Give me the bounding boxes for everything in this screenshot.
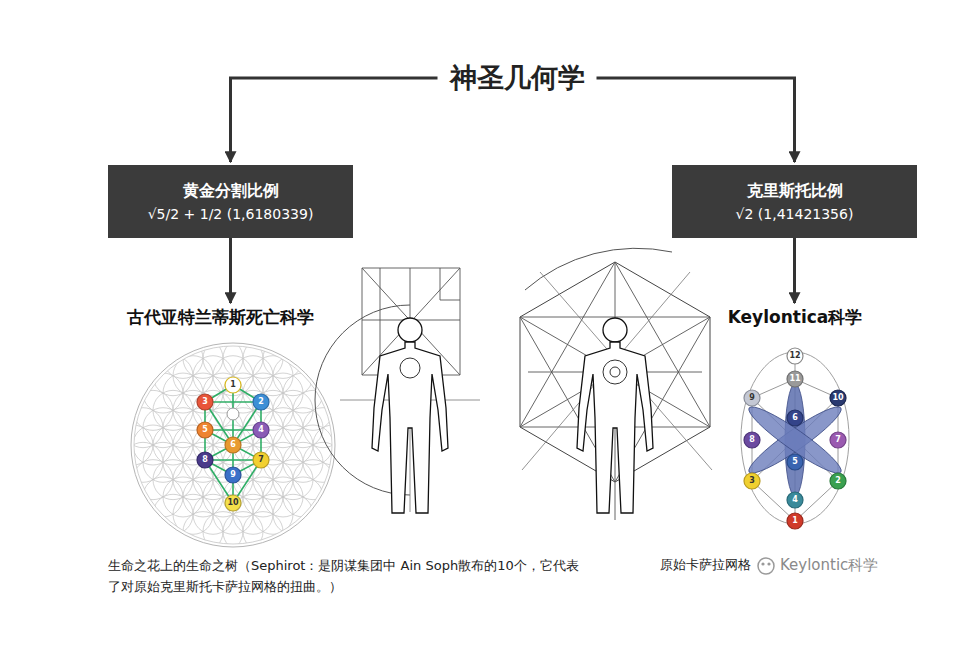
grid-caption: 原始卡萨拉网格 bbox=[660, 556, 751, 574]
callout-number: 7 bbox=[830, 432, 846, 448]
number-dot bbox=[225, 377, 241, 393]
number-dot bbox=[787, 348, 803, 364]
flower-circle bbox=[243, 408, 283, 448]
callout-number: 3 bbox=[744, 473, 760, 489]
number-dot bbox=[744, 390, 760, 406]
watermark-icon bbox=[767, 562, 770, 565]
human-figure bbox=[577, 318, 653, 513]
daath-dot bbox=[227, 408, 239, 420]
callout-number: 4 bbox=[253, 422, 269, 438]
ratio-name: 黄金分割比例 bbox=[183, 181, 279, 202]
number-dot bbox=[787, 410, 803, 426]
callout-number: 1 bbox=[787, 513, 803, 529]
center-mark bbox=[603, 360, 627, 384]
callout-number: 8 bbox=[744, 432, 760, 448]
watermark-icon bbox=[761, 562, 764, 565]
ratio-box: 黄金分割比例 √5/2 + 1/2 (1,6180339) bbox=[108, 165, 353, 238]
petal bbox=[743, 400, 846, 481]
christ-arc bbox=[525, 248, 672, 290]
number-dot bbox=[253, 452, 269, 468]
callout-number: 5 bbox=[197, 422, 213, 438]
callout-number: 10 bbox=[830, 390, 846, 406]
callout-number: 11 bbox=[787, 371, 803, 387]
number-dot bbox=[225, 467, 241, 483]
ratio-name: 克里斯托比例 bbox=[747, 181, 843, 202]
flow-arrow bbox=[229, 238, 232, 303]
number-dot bbox=[225, 495, 241, 511]
number-dot bbox=[830, 390, 846, 406]
petal bbox=[743, 400, 846, 481]
flower-circle bbox=[243, 512, 283, 552]
number-dot bbox=[830, 473, 846, 489]
number-dot bbox=[253, 422, 269, 438]
callout-number: 6 bbox=[225, 437, 241, 453]
flower-circle bbox=[163, 338, 203, 378]
science-name: 古代亚特兰蒂斯死亡科学 bbox=[127, 306, 314, 329]
flower-of-life bbox=[113, 338, 353, 551]
callout-number: 10 bbox=[225, 495, 241, 511]
watermark-text: Keylontic科学 bbox=[780, 556, 878, 575]
ratio-box: 克里斯托比例 √2 (1,41421356) bbox=[672, 165, 917, 238]
number-dot bbox=[787, 492, 803, 508]
callout-number: 7 bbox=[253, 452, 269, 468]
science-label: Keylontica科学 bbox=[726, 306, 865, 329]
number-dot bbox=[197, 394, 213, 410]
number-dot bbox=[225, 437, 241, 453]
flower-circle bbox=[113, 425, 153, 465]
caption-note: 生命之花上的生命之树（Sephirot：是阴谋集团中 Ain Soph散布的10… bbox=[108, 556, 588, 598]
ratio-formula: √2 (1,41421356) bbox=[736, 206, 854, 222]
number-dot bbox=[253, 394, 269, 410]
grid-outline bbox=[741, 352, 849, 524]
flower-circle bbox=[273, 494, 313, 534]
number-dots bbox=[197, 348, 846, 529]
number-dot bbox=[744, 432, 760, 448]
number-dot bbox=[787, 454, 803, 470]
flow-arrow bbox=[231, 78, 438, 162]
number-dot bbox=[787, 513, 803, 529]
kathara-petals bbox=[743, 384, 846, 496]
callout-number: 4 bbox=[787, 492, 803, 508]
heading-text: 神圣几何学 bbox=[450, 60, 585, 96]
watermark-icon bbox=[758, 558, 774, 574]
flower-circle bbox=[243, 442, 283, 482]
center-mark bbox=[400, 358, 420, 378]
callout-number: 6 bbox=[787, 410, 803, 426]
callout-number: 2 bbox=[253, 394, 269, 410]
human-figure bbox=[372, 318, 448, 513]
science-label: 古代亚特兰蒂斯死亡科学 bbox=[125, 306, 316, 329]
flower-circle bbox=[183, 408, 223, 448]
flower-circle bbox=[263, 338, 303, 378]
star-lines bbox=[520, 262, 710, 520]
center-mark bbox=[610, 367, 620, 377]
flow-arrow bbox=[793, 238, 796, 303]
callout-number: 9 bbox=[225, 467, 241, 483]
flow-arrow bbox=[597, 78, 795, 162]
number-dot bbox=[830, 432, 846, 448]
number-dot bbox=[197, 452, 213, 468]
callout-number: 12 bbox=[787, 348, 803, 364]
callout-number: 8 bbox=[197, 452, 213, 468]
flower-frame bbox=[131, 343, 335, 547]
callout-number: 5 bbox=[787, 454, 803, 470]
number-dot bbox=[787, 371, 803, 387]
heading-node: 神圣几何学 bbox=[446, 60, 589, 96]
callout-number: 9 bbox=[744, 390, 760, 406]
ratio-formula: √5/2 + 1/2 (1,6180339) bbox=[148, 206, 314, 222]
number-dot bbox=[197, 422, 213, 438]
science-name: Keylontica科学 bbox=[728, 306, 863, 329]
number-dot bbox=[744, 473, 760, 489]
callout-number: 3 bbox=[197, 394, 213, 410]
flower-circle bbox=[313, 425, 353, 465]
flower-circle bbox=[183, 442, 223, 482]
callout-number: 1 bbox=[225, 377, 241, 393]
callout-number: 2 bbox=[830, 473, 846, 489]
